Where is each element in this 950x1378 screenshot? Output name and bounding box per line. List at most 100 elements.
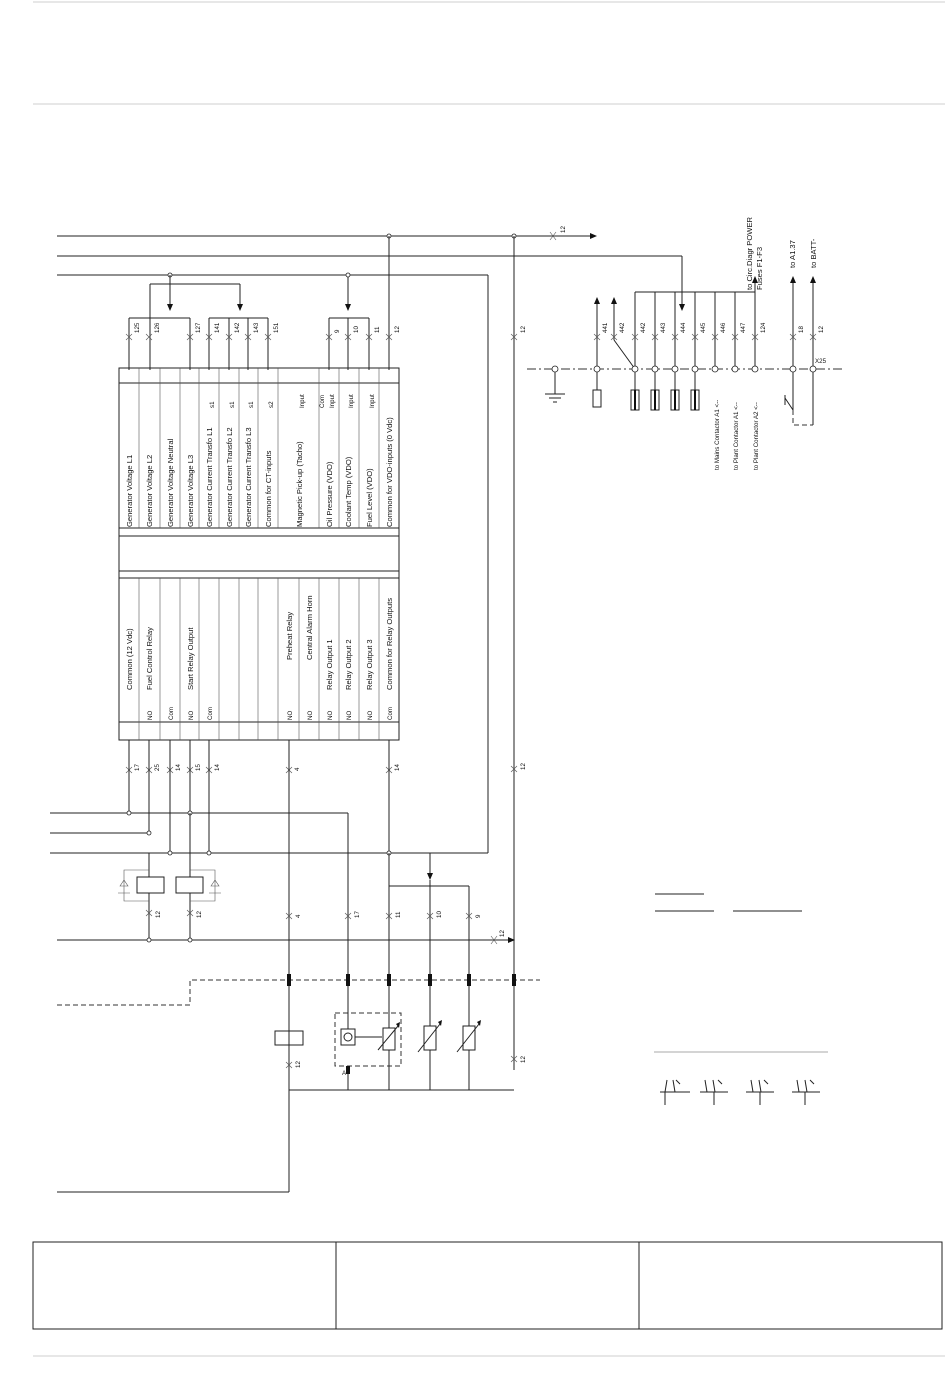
mid-bus: 12 [57, 930, 515, 945]
wire-marker-cross [789, 333, 797, 341]
contact-symbol-icon [792, 1079, 820, 1105]
wire-marker-cross [344, 333, 352, 341]
output-label: Common for Relay Outputs [385, 598, 394, 690]
output-wire-number: 25 [154, 764, 161, 771]
wire-coil-2: 12 [196, 911, 203, 918]
strip-right-label: to BATT- [809, 238, 818, 268]
input-wire-number: 151 [273, 322, 280, 333]
input-label: Generator Voltage L2 [145, 455, 154, 527]
strip-wire-number: 442 [640, 322, 647, 333]
input-terminal-tag: s1 [229, 401, 236, 408]
wire-preheat-return: 12 [295, 1061, 302, 1068]
strip-right-label: to A1.37 [788, 240, 797, 268]
output-wire-number: 14 [175, 764, 182, 771]
sender-marker: A [342, 1070, 347, 1077]
input-label: Common for VDO-inputs (0 Vdc) [385, 417, 394, 527]
output-label: Relay Output 2 [344, 639, 353, 690]
terminal [711, 365, 719, 373]
strip-wire-number: 447 [740, 322, 747, 333]
output-terminal-tag: Com [207, 707, 214, 720]
input-terminal-tag: s1 [209, 401, 216, 408]
strip-wire-number: 445 [700, 322, 707, 333]
output-wire-number: 14 [214, 764, 221, 771]
input-label: Magnetic Pick-up (Tacho) [295, 441, 304, 527]
strip-wire-number: 18 [798, 326, 805, 333]
input-terminal-tag: Input [369, 394, 376, 408]
input-terminal-tag: s2 [268, 401, 275, 408]
wire-marker-cross [365, 333, 373, 341]
engine-wiring: 12 [57, 986, 527, 1193]
wire-marker-cross [610, 333, 618, 341]
terminal [751, 365, 759, 373]
contact-symbol-icon [660, 1079, 690, 1105]
strip-right-label: Fuses F1-F3 [755, 247, 764, 290]
terminal [809, 365, 817, 373]
wire-field-r2: 10 [436, 911, 443, 918]
wire-marker-cross [691, 333, 699, 341]
wire-marker-cross [205, 333, 213, 341]
input-wire-number: 141 [214, 322, 221, 333]
input-label: Generator Voltage L1 [125, 455, 134, 527]
input-terminal-tag: Com [319, 395, 326, 408]
wire-bus-vertical-1: 12 [520, 326, 527, 333]
input-wire-number: 10 [353, 326, 360, 333]
input-wire-number: 142 [234, 322, 241, 333]
strip-wire-number: 441 [602, 322, 609, 333]
strip-wire-number: 124 [760, 322, 767, 333]
output-terminal-tag: NO [147, 711, 154, 720]
preheat-device: 12 [274, 1030, 304, 1069]
wire-marker-cross [731, 333, 739, 341]
strip-wire-number: 443 [660, 322, 667, 333]
strip-destination-label: to Plant Contactor A1 <-- [733, 402, 740, 470]
input-label: Common for CT-inputs [264, 450, 273, 527]
output-label: Relay Output 1 [325, 639, 334, 690]
terminal [691, 365, 699, 373]
terminal [651, 365, 659, 373]
wire-marker-cross [593, 333, 601, 341]
input-wire-number: 126 [154, 322, 161, 333]
strip-destination-label: to Mains Contactor A1 <-- [714, 400, 721, 470]
output-terminal-tag: Com [387, 707, 394, 720]
input-terminal-tag: s1 [248, 401, 255, 408]
output-wire-number: 14 [394, 764, 401, 771]
contact-symbol-icon [746, 1079, 774, 1105]
wire-marker-cross [651, 333, 659, 341]
field-wire-markers: 4 17 11 10 9 [285, 911, 482, 920]
input-wire-number: 12 [394, 326, 401, 333]
terminal [789, 365, 797, 373]
alarm-sender: A [334, 1012, 402, 1077]
strip-wire-number: 446 [720, 322, 727, 333]
input-label: Generator Current Transfo L1 [205, 427, 214, 527]
contact-symbol-icon [700, 1079, 728, 1105]
wire-marker-cross [244, 333, 252, 341]
output-terminal-tag: NO [307, 711, 314, 720]
output-label: Central Alarm Horn [305, 595, 314, 660]
strip-wire-number: 12 [818, 326, 825, 333]
output-label: Fuel Control Relay [145, 627, 154, 690]
wire-marker-cross [186, 333, 194, 341]
top-conductors: 12 [57, 226, 685, 853]
strip-right-label: to Circ.Diagr POWER [745, 216, 754, 290]
output-label: Relay Output 3 [365, 639, 374, 690]
output-label: Preheat Relay [285, 612, 294, 660]
terminal [731, 365, 739, 373]
legend [654, 893, 828, 1105]
input-label: Generator Current Transfo L2 [225, 427, 234, 527]
terminal [631, 365, 639, 373]
input-terminal-tag: Input [299, 394, 306, 408]
wire-field-preheat: 4 [295, 914, 302, 918]
terminal [671, 365, 679, 373]
input-wire-number: 127 [195, 322, 202, 333]
controller-module [118, 367, 400, 741]
wire-mid-bus: 12 [499, 930, 506, 937]
wire-marker-cross [125, 333, 133, 341]
wire-marker-cross [671, 333, 679, 341]
output-label: Common (12 Vdc) [125, 628, 134, 690]
title-block [32, 1241, 943, 1330]
output-terminal-tag: NO [188, 711, 195, 720]
input-label: Fuel Level (VDO) [365, 468, 374, 527]
output-terminal-tag: Com [168, 707, 175, 720]
